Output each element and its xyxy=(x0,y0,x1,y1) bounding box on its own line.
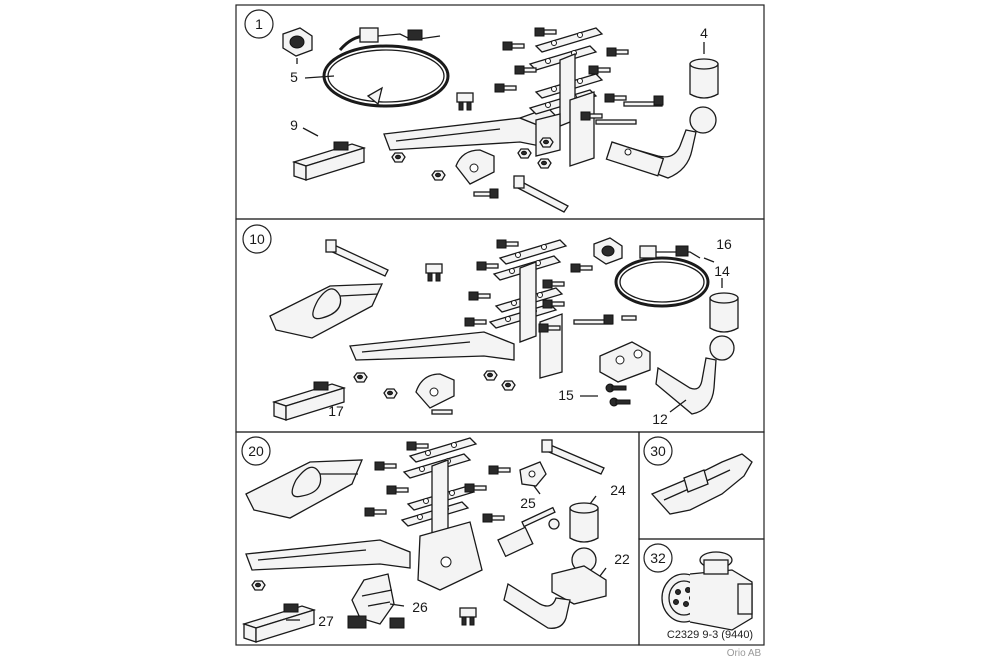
connector-cap xyxy=(593,237,623,265)
towbar-crossmember xyxy=(383,107,561,151)
callout-17: 17 xyxy=(328,403,344,419)
electrical-socket xyxy=(661,551,753,631)
panel-30-badge: 30 xyxy=(643,436,673,466)
panel-10-parts xyxy=(269,237,739,421)
hitch-coupling xyxy=(599,341,651,383)
panel-1-number: 1 xyxy=(255,16,263,32)
leader-24 xyxy=(589,495,597,505)
callout-4: 4 xyxy=(700,25,708,41)
cable-tie xyxy=(513,175,569,213)
callout-26: 26 xyxy=(412,599,428,615)
lock-cylinder xyxy=(497,506,560,558)
keys xyxy=(605,383,631,407)
panel-1-frame xyxy=(235,4,765,220)
cable-tie xyxy=(325,239,389,277)
callout-22: 22 xyxy=(614,551,630,567)
diagram-code: C2329 9-3 (9440) xyxy=(667,629,753,641)
panel-1-badge: 1 xyxy=(244,9,274,39)
callout-14: 14 xyxy=(714,263,730,279)
towbar-crossmember xyxy=(349,331,515,361)
panel-32-frame xyxy=(638,538,765,646)
hitch-clamp xyxy=(415,373,455,415)
mounting-brackets xyxy=(401,437,483,591)
panel-1-parts xyxy=(282,27,719,213)
bolts-and-nuts xyxy=(353,239,637,399)
panel-32-number: 32 xyxy=(650,550,666,566)
leader-25 xyxy=(533,485,541,495)
hitch-coupling xyxy=(519,461,547,487)
wiring-harness xyxy=(322,27,450,108)
credit-text: Orio AB xyxy=(727,648,762,659)
leader-9 xyxy=(302,127,319,137)
towbar-crossmember xyxy=(245,539,411,571)
callout-24: 24 xyxy=(610,482,626,498)
fuse xyxy=(425,263,443,282)
bumper-cover-piece xyxy=(650,453,753,515)
callout-15: 15 xyxy=(558,387,574,403)
callout-27: 27 xyxy=(318,613,334,629)
towball-cover xyxy=(569,502,599,543)
towball-cover xyxy=(689,58,719,99)
callout-5: 5 xyxy=(290,69,298,85)
panel-32-badge: 32 xyxy=(643,543,673,573)
wiring-harness xyxy=(347,573,405,629)
wiring-harness xyxy=(614,245,710,308)
leader-22 xyxy=(599,567,607,577)
towball-arm xyxy=(655,335,735,415)
leader-12 xyxy=(669,399,687,413)
instruction-sheet xyxy=(245,459,363,519)
control-module xyxy=(293,141,365,181)
callout-16: 16 xyxy=(716,236,732,252)
callout-25: 25 xyxy=(520,495,536,511)
callout-12: 12 xyxy=(652,411,668,427)
bolts-and-nuts xyxy=(391,27,664,181)
callout-9: 9 xyxy=(290,117,298,133)
instruction-sheet xyxy=(269,283,384,339)
towball-arm xyxy=(605,106,717,179)
control-module xyxy=(243,603,315,643)
hitch-clamp xyxy=(455,149,499,199)
leader-5b xyxy=(304,75,335,79)
towball-cover xyxy=(709,292,739,333)
connector-cap xyxy=(282,27,313,57)
fuse xyxy=(459,607,477,626)
panel-20-number: 20 xyxy=(248,443,264,459)
panel-30-number: 30 xyxy=(650,443,666,459)
panel-20-parts xyxy=(243,437,607,643)
fuse xyxy=(456,92,474,111)
panel-10-badge: 10 xyxy=(242,224,272,254)
towball-arm xyxy=(503,547,607,629)
leader-26 xyxy=(389,603,405,607)
mounting-brackets xyxy=(529,27,603,167)
panel-10-number: 10 xyxy=(249,231,265,247)
leader-16 xyxy=(703,257,715,263)
panel-20-badge: 20 xyxy=(241,436,271,466)
cable-tie xyxy=(541,439,605,475)
